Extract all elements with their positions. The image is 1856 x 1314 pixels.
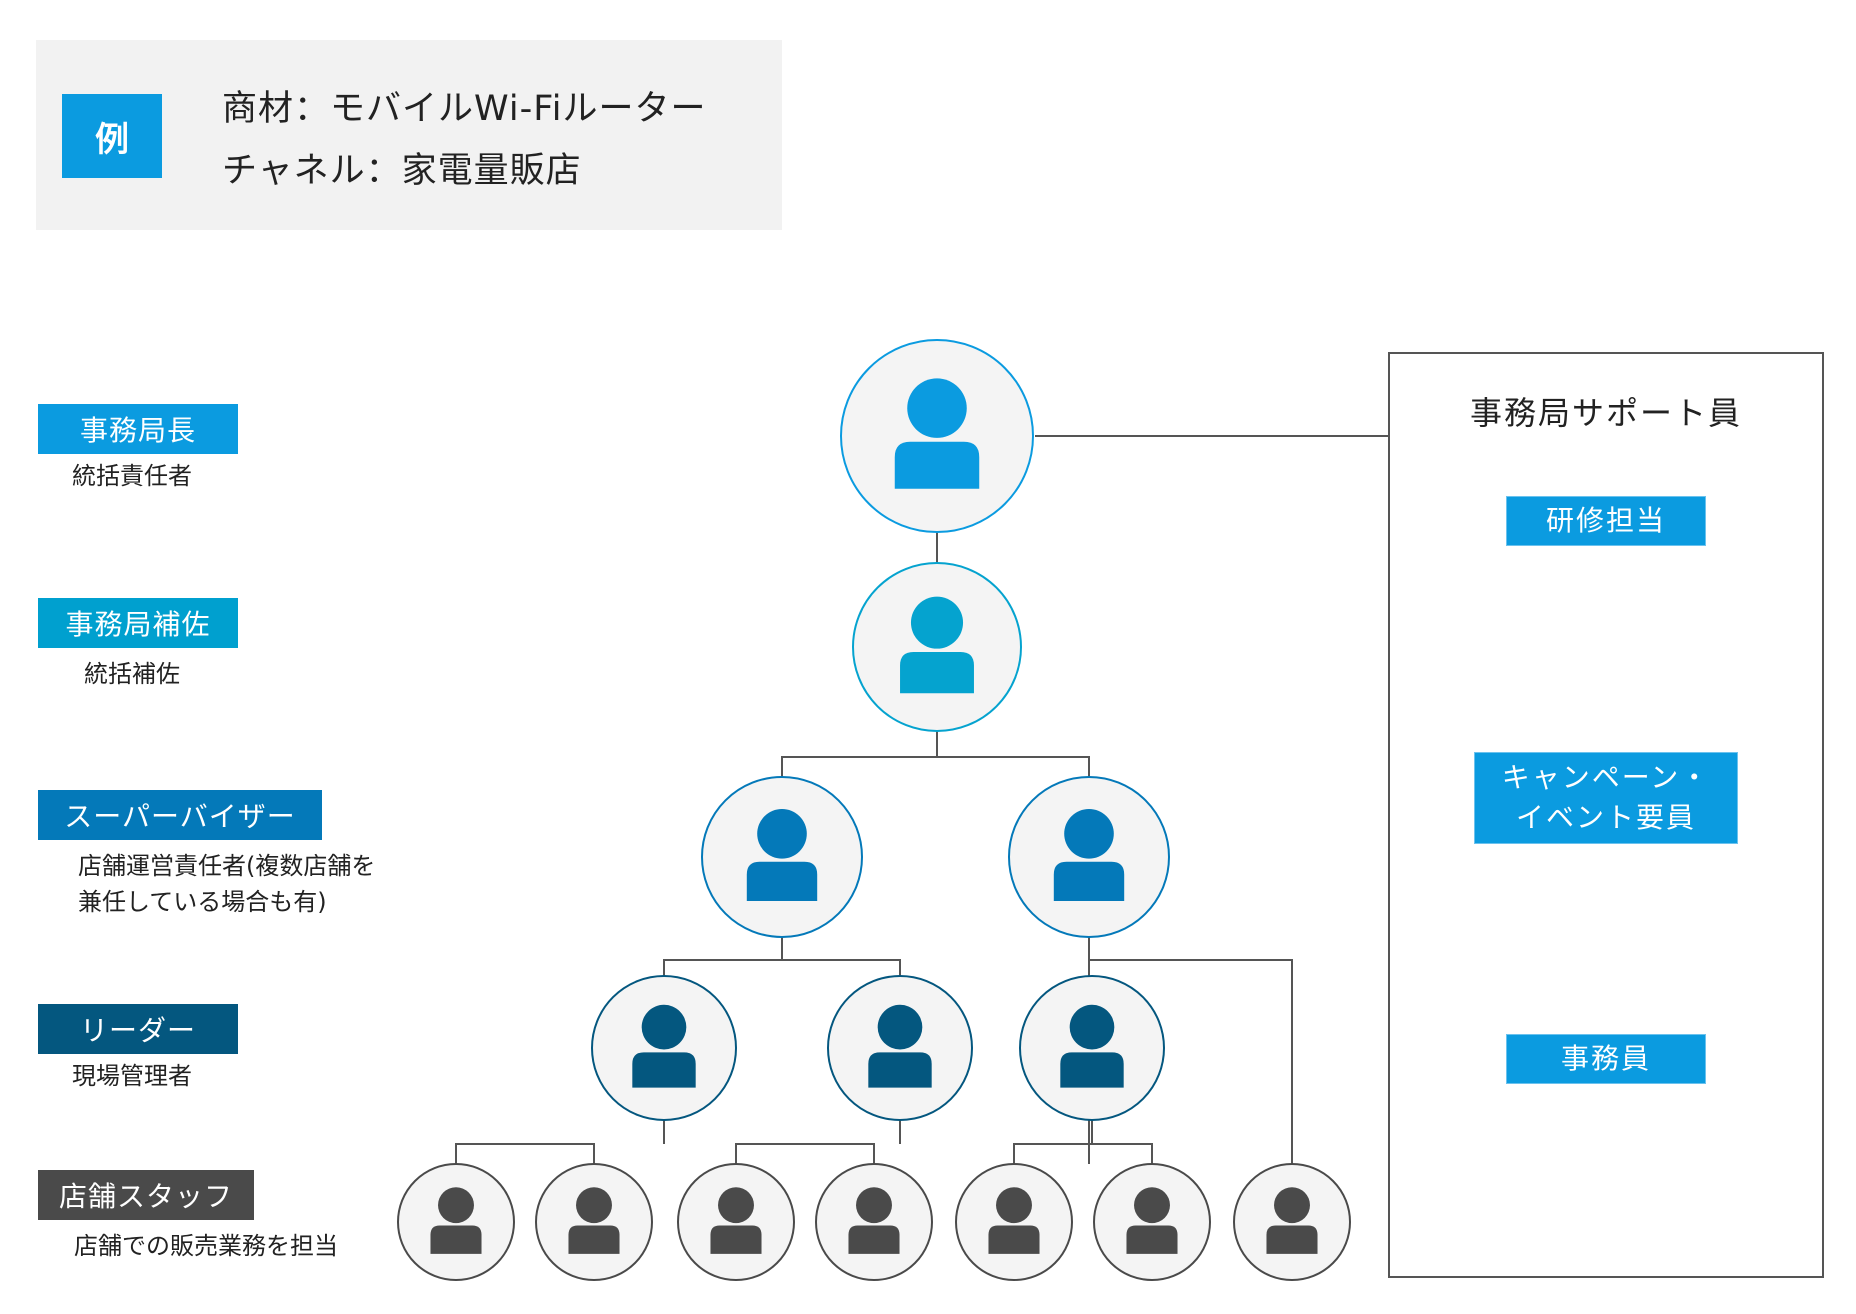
role-desc-staff: 店舗での販売業務を担当 [74, 1232, 338, 1260]
role-label-supervisor: スーパーバイザー [38, 790, 322, 840]
connector-leader2-staff [735, 1143, 875, 1164]
node-leader-3-person-icon-head [1069, 1004, 1115, 1050]
node-staff-1 [397, 1163, 515, 1281]
node-assistant-person-icon-head [910, 596, 964, 649]
node-director [840, 339, 1034, 533]
node-supervisor-1-person-icon-head [757, 809, 807, 859]
example-product: 商材：モバイルWi-Fiルーター [222, 89, 707, 129]
node-staff-3-person-icon-head [718, 1187, 754, 1224]
node-assistant-person-icon-body [900, 652, 974, 694]
node-staff-7-person-icon-body [1266, 1225, 1318, 1254]
role-desc-supervisor: 店舗運営責任者(複数店舗を [78, 852, 376, 880]
node-supervisor-1 [701, 776, 863, 938]
support-panel-title: 事務局サポート員 [1469, 394, 1742, 432]
node-leader-2-person-icon-head [877, 1004, 923, 1050]
role-label-leader: リーダー [38, 1004, 238, 1054]
node-staff-6 [1093, 1163, 1211, 1281]
support-label-campaign: キャンペーン・ イベント要員 [1474, 752, 1738, 844]
role-label-director: 事務局長 [38, 404, 238, 454]
connector-sv1-leaders [663, 959, 901, 980]
role-desc-supervisor-2: 兼任している場合も有) [78, 888, 327, 916]
node-staff-1-person-icon-head [438, 1187, 474, 1224]
node-leader-1-person-icon-body [632, 1052, 696, 1088]
connector-leader3-staff [1013, 1143, 1153, 1164]
node-leader-3-person-icon-body [1060, 1052, 1124, 1088]
role-label-assistant: 事務局補佐 [38, 598, 238, 648]
node-leader-2-person-icon-body [868, 1052, 932, 1088]
example-channel: チャネル：家電量販店 [222, 151, 582, 191]
example-panel: 例 商材：モバイルWi-Fiルーター チャネル：家電量販店 [36, 40, 782, 230]
node-staff-4 [815, 1163, 933, 1281]
role-desc-leader: 現場管理者 [72, 1062, 192, 1090]
node-staff-4-person-icon-head [856, 1187, 892, 1224]
node-staff-5-person-icon-body [988, 1225, 1040, 1254]
node-director-person-icon-body [894, 441, 980, 489]
node-staff-1-person-icon-body [430, 1225, 482, 1254]
node-leader-2 [827, 975, 973, 1121]
node-staff-3-person-icon-body [710, 1225, 762, 1254]
node-staff-7-person-icon-head [1274, 1187, 1310, 1224]
node-leader-3 [1019, 975, 1165, 1121]
node-director-person-icon-head [907, 378, 967, 438]
node-supervisor-1-person-icon-body [746, 861, 818, 901]
role-desc-assistant: 統括補佐 [84, 660, 180, 688]
example-badge: 例 [62, 94, 162, 178]
node-staff-2-person-icon-head [576, 1187, 612, 1224]
support-label-campaign-line1: キャンペーン・ [1501, 761, 1711, 794]
support-label-campaign-line2: イベント要員 [1515, 801, 1696, 834]
node-staff-7 [1233, 1163, 1351, 1281]
support-label-clerical: 事務員 [1506, 1034, 1706, 1084]
node-supervisor-2-person-icon-head [1064, 809, 1114, 859]
node-staff-6-person-icon-body [1126, 1225, 1178, 1254]
node-leader-1-person-icon-head [641, 1004, 687, 1050]
node-staff-2 [535, 1163, 653, 1281]
role-label-staff: 店舗スタッフ [38, 1170, 254, 1220]
node-staff-4-person-icon-body [848, 1225, 900, 1254]
node-assistant [852, 562, 1022, 732]
support-label-training: 研修担当 [1506, 496, 1706, 546]
node-staff-6-person-icon-head [1134, 1187, 1170, 1224]
node-staff-2-person-icon-body [568, 1225, 620, 1254]
node-staff-3 [677, 1163, 795, 1281]
node-leader-1 [591, 975, 737, 1121]
connector-supervisors [781, 756, 1090, 781]
node-supervisor-2 [1008, 776, 1170, 938]
connector-leader1-staff [455, 1143, 595, 1164]
node-staff-5-person-icon-head [996, 1187, 1032, 1224]
role-desc-director: 統括責任者 [72, 462, 192, 490]
connector-sv2-staff [1089, 959, 1293, 1164]
node-supervisor-2-person-icon-body [1053, 861, 1125, 901]
node-staff-5 [955, 1163, 1073, 1281]
